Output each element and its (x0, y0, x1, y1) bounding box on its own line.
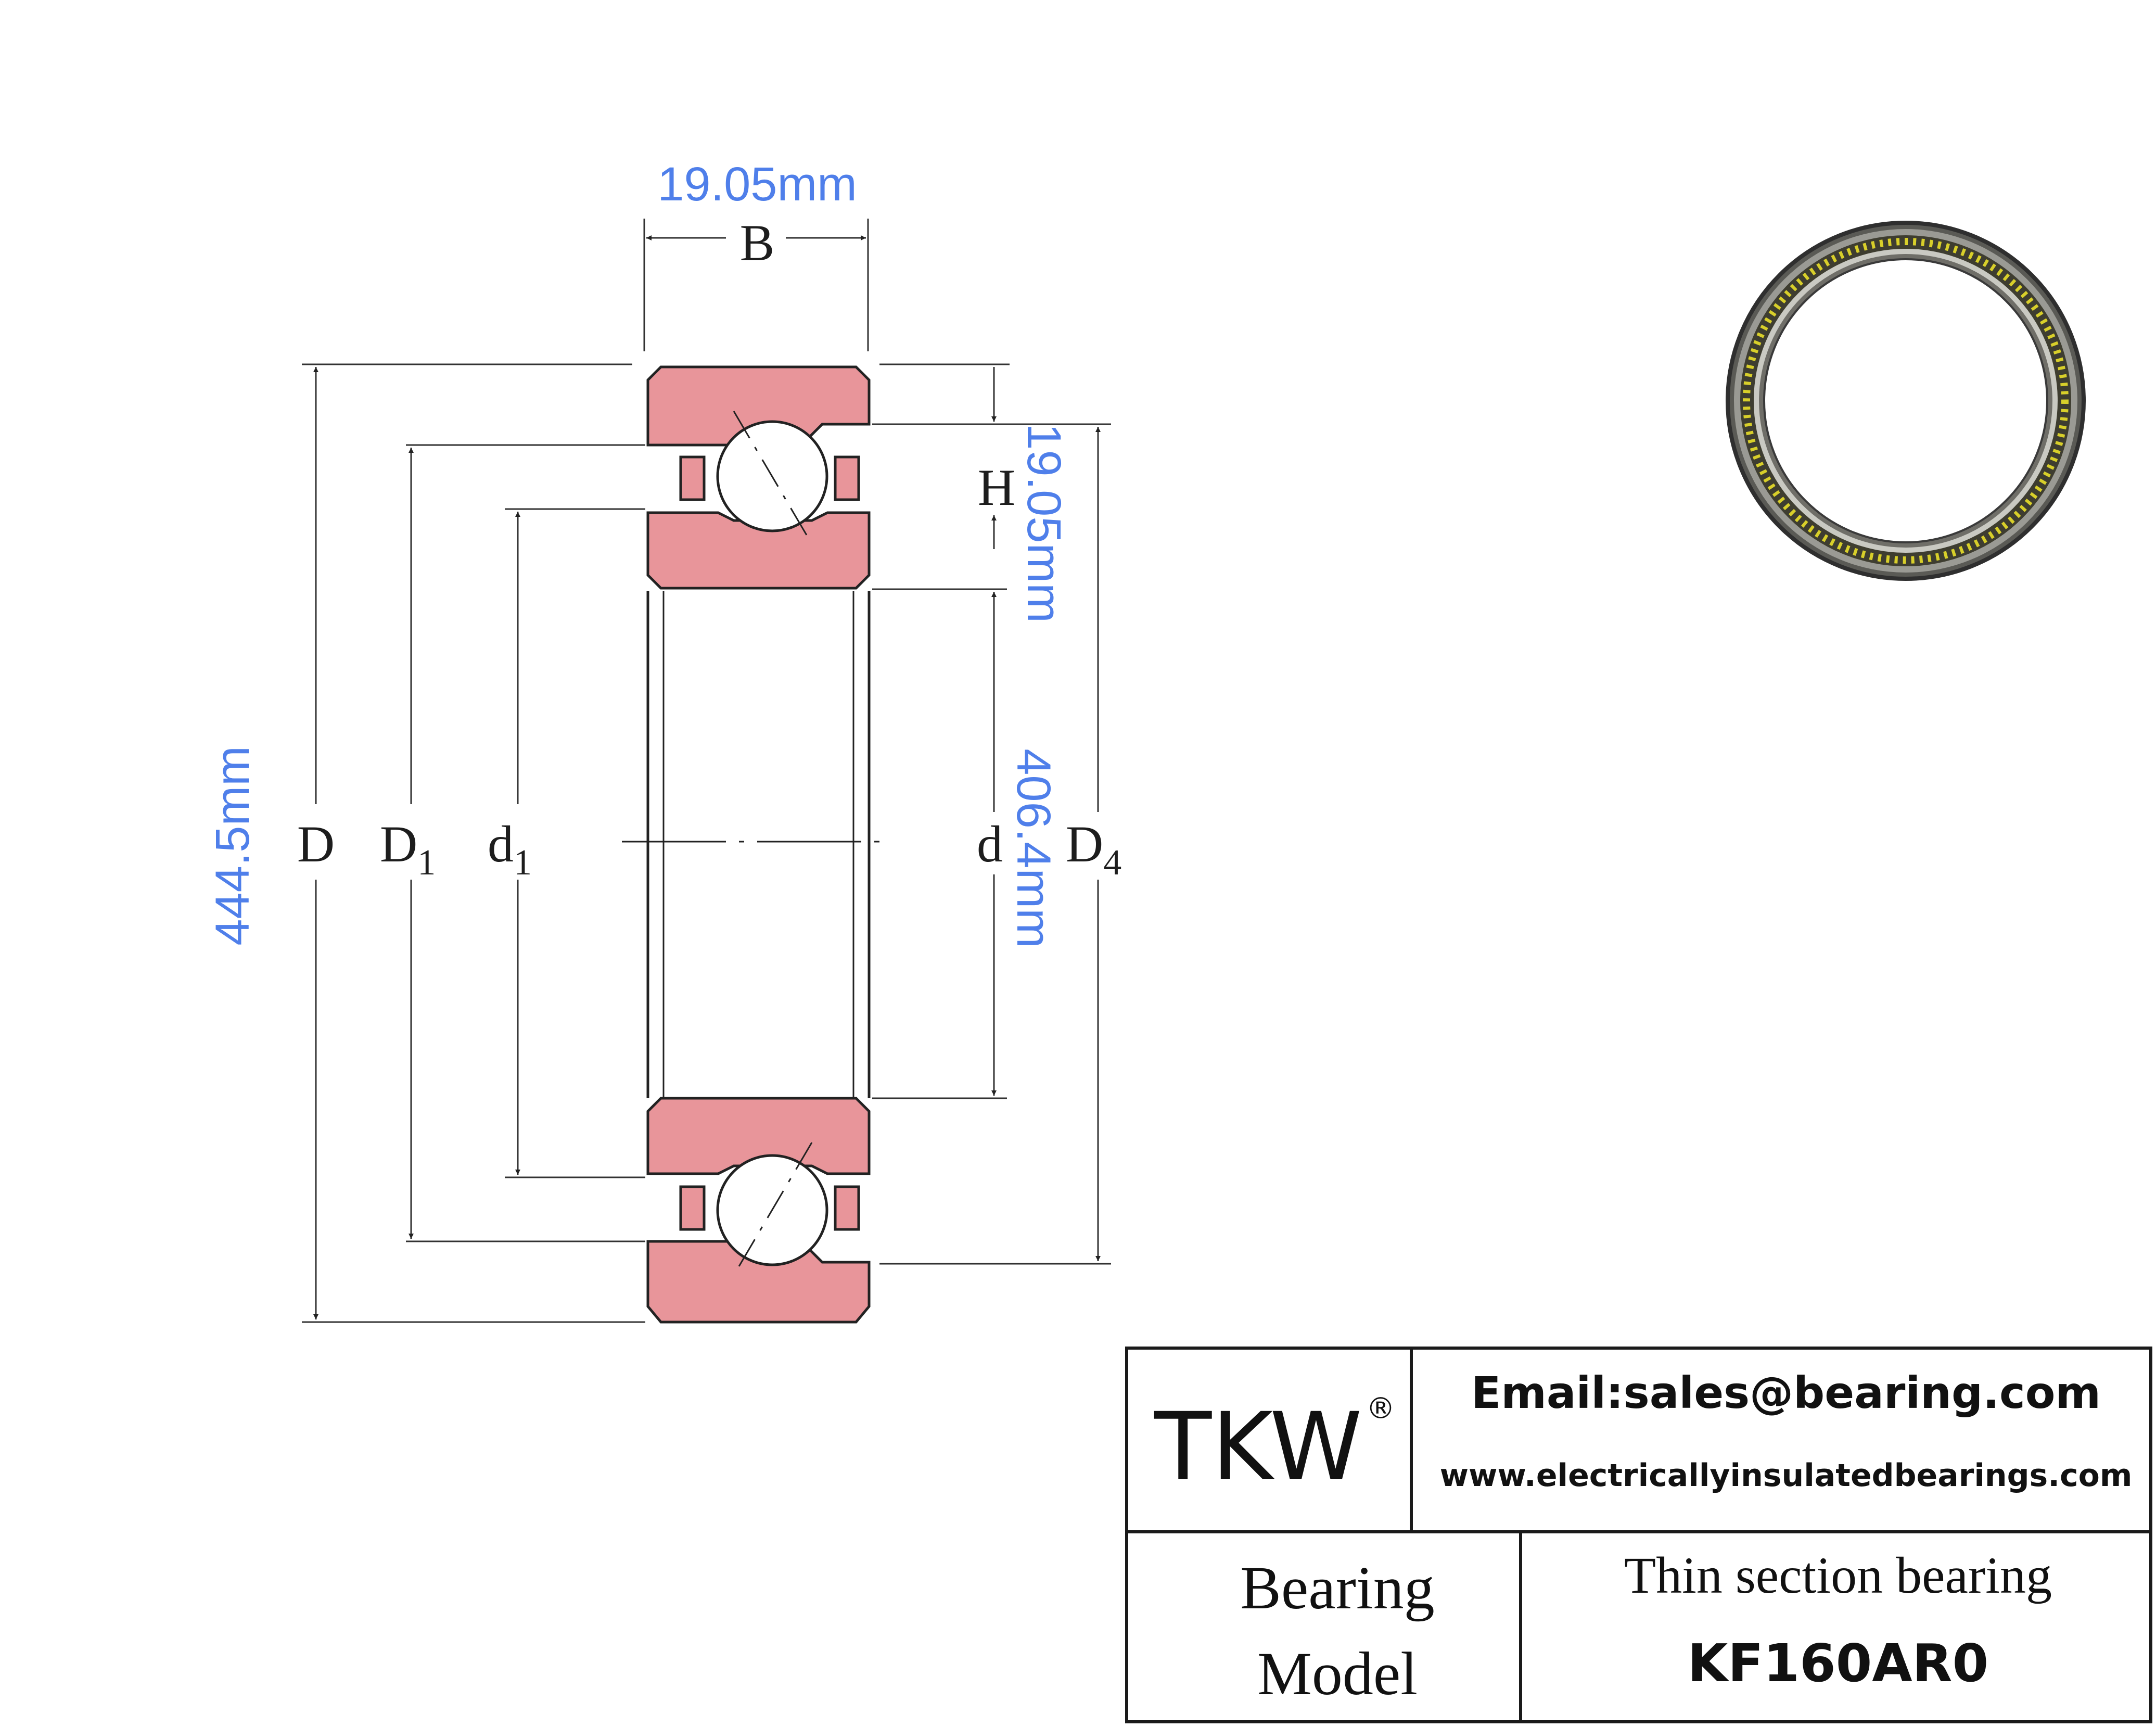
bearing-type: Thin section bearing (1624, 1546, 2052, 1604)
top-cage-right (834, 455, 860, 501)
inner-diameter-value: 406.4mm (1007, 748, 1060, 948)
d4-symbol: D4 (1066, 815, 1121, 883)
title-block: TKW ® Email:sales@bearing.com www.electr… (1125, 1347, 2152, 1723)
d1-small-symbol: d1 (488, 815, 532, 883)
bottom-cage-left (679, 1185, 706, 1231)
website-link[interactable]: www.electricallyinsulatedbearings.com (1440, 1457, 2133, 1494)
width-value: 19.05mm (657, 158, 857, 211)
registered-mark: ® (1366, 1392, 1395, 1426)
bearing-photo (1726, 221, 2086, 581)
dimension-lines (302, 219, 1111, 1323)
height-symbol: H (978, 459, 1015, 516)
bearing-label-line2: Model (1257, 1640, 1418, 1708)
top-cage-left (679, 455, 706, 501)
bottom-section (646, 1097, 871, 1324)
contact-email: Email:sales@bearing.com (1471, 1367, 2101, 1418)
bearing-model: KF160AR0 (1688, 1633, 1989, 1694)
height-value: 19.05mm (1017, 423, 1070, 623)
dimension-labels: 19.05mm B 444.5mm D D1 d1 H 19.05mm d 40… (206, 158, 1121, 948)
width-symbol: B (740, 214, 775, 272)
brand-logo: TKW (1154, 1393, 1362, 1502)
bearing-cross-section (622, 365, 890, 1324)
top-outer-ring (646, 365, 871, 447)
outer-diameter-value: 444.5mm (206, 746, 259, 946)
d1-large-symbol: D1 (380, 815, 436, 883)
outer-diameter-symbol: D (297, 815, 335, 873)
bearing-label-line1: Bearing (1240, 1554, 1435, 1622)
inner-diameter-symbol: d (977, 815, 1003, 873)
bottom-inner-ring (646, 1097, 871, 1175)
bore-outline (646, 591, 871, 1098)
bottom-cage-right (834, 1185, 860, 1231)
top-inner-ring (646, 511, 871, 590)
top-section (646, 365, 871, 590)
